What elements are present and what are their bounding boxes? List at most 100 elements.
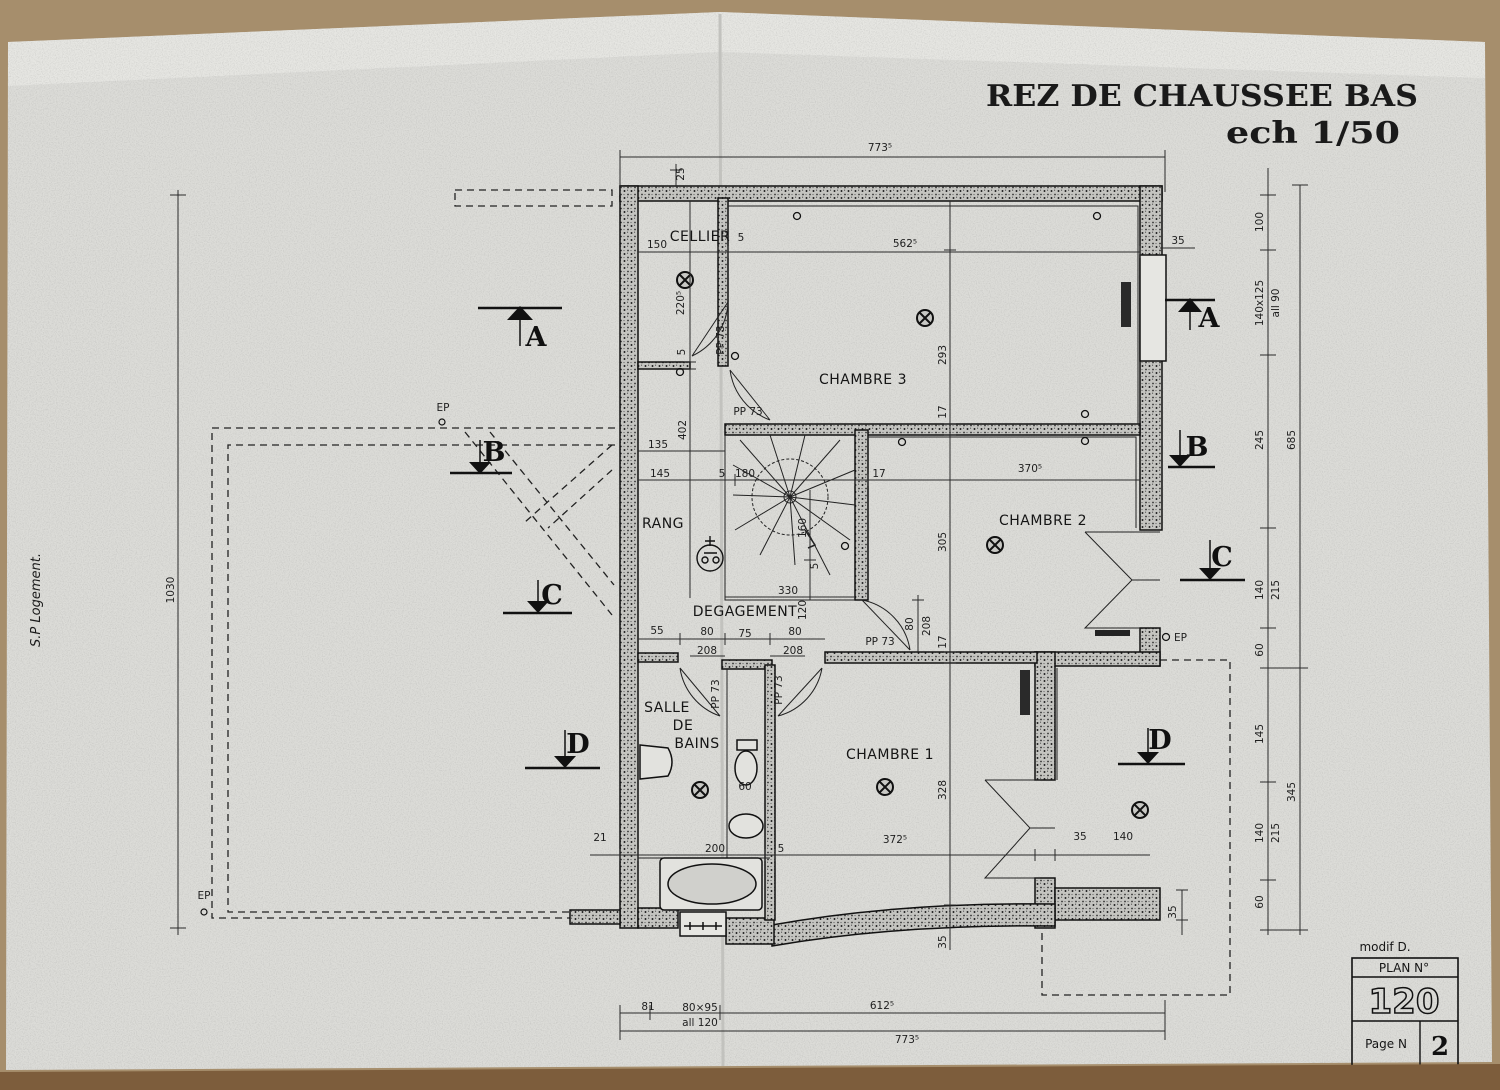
sink-icon (639, 744, 673, 780)
light-fixtures (676, 271, 1149, 819)
dim-label: 328 (937, 780, 949, 800)
dim-label: 17 (872, 468, 885, 480)
dim-label: PP 73 (710, 679, 722, 708)
room-label-rangement: RANG (642, 516, 684, 532)
dim-label: PP 73 (773, 675, 785, 704)
dim-label: 208 (697, 645, 717, 657)
dim-label: 773⁵ (868, 142, 892, 154)
dim-label: 245 (1254, 430, 1266, 450)
dim-label: 5 (719, 468, 726, 480)
dim-label: 17 (937, 405, 949, 418)
dim-label: 215 (1270, 823, 1282, 843)
plan-number: 120 (1369, 982, 1440, 1022)
light-fixture-icon (986, 536, 1004, 554)
drawing-scale: ech 1/50 (1226, 116, 1400, 151)
dim-label: 5 (676, 349, 688, 356)
dim-label: all 120 (682, 1017, 718, 1029)
section-letter: B (1186, 432, 1209, 463)
dim-label: 35 (937, 935, 949, 948)
dim-label: 25 (675, 167, 687, 180)
dim-label: 55 (650, 625, 663, 637)
dim-label: 215 (1270, 580, 1282, 600)
section-marker-b-right: B (1168, 430, 1215, 469)
dim-label: 562⁵ (893, 238, 917, 250)
dim-label: 1030 (165, 577, 177, 604)
dim-label: 140 (1254, 823, 1266, 843)
section-marker-a-right: A (1165, 298, 1221, 334)
dim-label: 35 (1167, 905, 1179, 918)
ep-markers: EP EP EP (198, 402, 1187, 916)
dim-label: 200 (705, 843, 725, 855)
dim-label: 60 (1254, 895, 1266, 908)
doors (679, 301, 1160, 879)
room-label-chambre-2: CHAMBRE 2 (999, 513, 1087, 529)
walls (569, 185, 1163, 947)
dim-label: PP 73 (715, 325, 727, 354)
dim-label: 120 (797, 600, 809, 620)
section-letter: C (1211, 542, 1233, 573)
dim-label: 145 (650, 468, 670, 480)
dim-label: 100 (1254, 212, 1266, 232)
room-label-bains: BAINS (674, 736, 719, 752)
light-fixture-icon (876, 778, 894, 796)
dim-label: 180 (735, 468, 755, 480)
dim-label: 80 (700, 626, 713, 638)
toilet-icon (734, 750, 758, 786)
page-number: 2 (1431, 1032, 1449, 1062)
dim-label: 220⁵ (675, 291, 687, 315)
room-label-degagement: DEGAGEMENT (693, 604, 797, 620)
section-letter: C (541, 580, 563, 611)
ep-label: EP (1174, 632, 1187, 644)
light-fixture-icon (676, 271, 694, 289)
title-block: modif D. PLAN N° 120 Page N 2 (1351, 940, 1459, 1074)
dimension-labels: 773⁵ 25 150 5 562⁵ 35 220⁵ 5 PP 73 293 1… (165, 142, 1298, 1046)
dim-label: 5 (738, 232, 745, 244)
dim-label: 345 (1286, 782, 1298, 802)
dim-label: 17 (937, 635, 949, 648)
bathroom-fixtures (639, 739, 764, 911)
section-marker-c-left: C (503, 580, 572, 615)
dim-label: 35 (1171, 235, 1184, 247)
dim-label: 330 (778, 585, 798, 597)
dimension-lines (170, 150, 1308, 1040)
dim-label: all 90 (1270, 289, 1282, 318)
dim-label: 5 (809, 563, 821, 570)
dim-label: 135 (648, 439, 668, 451)
section-marker-b-left: B (450, 437, 512, 475)
modif-note: modif D. (1359, 940, 1410, 954)
ep-label: EP (437, 402, 450, 414)
drawing-title: REZ DE CHAUSSEE BAS (986, 79, 1418, 114)
page-label: Page N (1365, 1037, 1407, 1051)
dim-label: 80×95 (682, 1002, 718, 1014)
light-fixture-icon (691, 781, 709, 799)
room-label-cellier: CELLIER (670, 229, 730, 245)
dim-label: 80 (788, 626, 801, 638)
floor-drain-icon (696, 536, 724, 572)
dim-label: 5 (778, 843, 785, 855)
dim-label: 140 (1254, 580, 1266, 600)
dim-label: 81 (641, 1001, 654, 1013)
dim-label: 773⁵ (895, 1034, 919, 1046)
dim-label: 208 (783, 645, 803, 657)
section-letter: A (1198, 303, 1221, 334)
section-letter: D (566, 729, 589, 760)
windows (679, 254, 1167, 937)
dim-label: 80 (904, 617, 916, 630)
plan-label: PLAN N° (1379, 961, 1429, 975)
section-letter: A (525, 322, 548, 353)
room-labels: CELLIER CHAMBRE 3 CHAMBRE 2 CHAMBRE 1 RA… (642, 229, 1087, 763)
light-fixture-icon (1131, 801, 1149, 819)
room-label-de: DE (673, 718, 694, 734)
section-marker-d-left: D (525, 729, 600, 770)
table-surface (0, 1064, 1500, 1090)
dim-label: 370⁵ (1018, 463, 1042, 475)
section-marker-c-right: C (1180, 540, 1245, 582)
dim-label: 140 (1113, 831, 1133, 843)
room-label-chambre-3: CHAMBRE 3 (819, 372, 907, 388)
bidet-icon (728, 813, 764, 839)
room-label-salle: SALLE (644, 700, 690, 716)
dim-label: 372⁵ (883, 834, 907, 846)
light-fixture-icon (916, 309, 934, 327)
dim-label: 293 (937, 345, 949, 365)
